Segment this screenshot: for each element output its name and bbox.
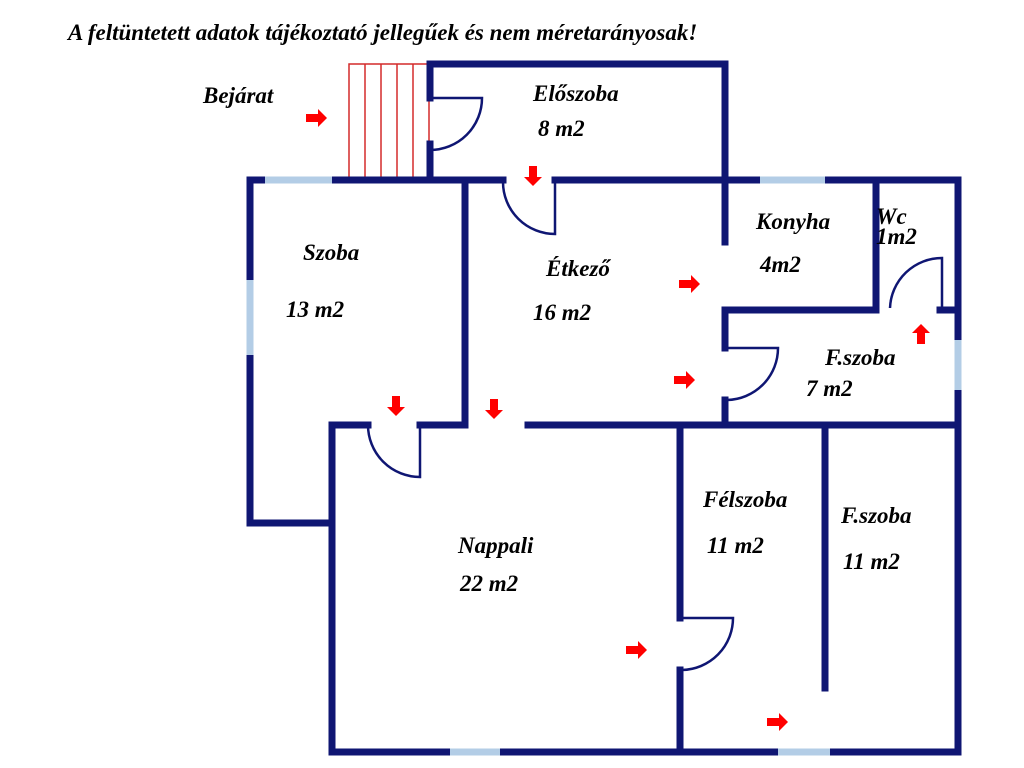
arrow-right-icon bbox=[767, 713, 788, 731]
room-area-szoba: 13 m2 bbox=[286, 297, 344, 322]
door-wc bbox=[888, 256, 944, 309]
room-name-konyha: Konyha bbox=[755, 209, 830, 234]
door-etkezo-top bbox=[501, 181, 557, 236]
entrance-label: Bejárat bbox=[202, 83, 274, 108]
room-name-szoba: Szoba bbox=[303, 240, 359, 265]
room-area-eloszoba: 8 m2 bbox=[538, 116, 585, 141]
door-felszoba bbox=[680, 616, 735, 672]
arrow-down-icon bbox=[524, 166, 542, 186]
doors bbox=[366, 96, 944, 672]
door-eloszoba-entrance bbox=[429, 96, 484, 152]
room-area-wc: 1m2 bbox=[876, 224, 917, 249]
room-area-nappali: 22 m2 bbox=[459, 571, 518, 596]
room-name-nappali: Nappali bbox=[457, 533, 534, 558]
room-name-eloszoba: Előszoba bbox=[532, 81, 619, 106]
door-konyha-fszoba bbox=[725, 346, 780, 402]
windows bbox=[246, 176, 962, 756]
room-name-wc: Wc bbox=[876, 204, 907, 229]
disclaimer-notice: A feltüntetett adatok tájékoztató jelleg… bbox=[66, 20, 697, 45]
arrow-right-icon bbox=[306, 109, 327, 127]
arrow-down-icon bbox=[387, 396, 405, 416]
room-area-fszoba-large: 11 m2 bbox=[843, 549, 900, 574]
room-name-fszoba-small: F.szoba bbox=[824, 345, 896, 370]
arrow-right-icon bbox=[674, 371, 695, 389]
arrow-right-icon bbox=[679, 275, 700, 293]
room-area-felszoba: 11 m2 bbox=[707, 533, 764, 558]
room-name-fszoba-large: F.szoba bbox=[840, 503, 912, 528]
room-name-etkezo: Étkező bbox=[545, 256, 611, 281]
arrow-down-icon bbox=[485, 399, 503, 419]
walls bbox=[246, 60, 962, 756]
room-area-konyha: 4m2 bbox=[759, 252, 801, 277]
entrance-stairs bbox=[348, 63, 430, 179]
arrow-right-icon bbox=[626, 641, 647, 659]
arrow-up-icon bbox=[912, 324, 930, 344]
room-area-etkezo: 16 m2 bbox=[533, 300, 591, 325]
door-szoba-nappali bbox=[366, 424, 422, 479]
direction-arrows bbox=[306, 109, 930, 731]
room-name-felszoba: Félszoba bbox=[702, 487, 787, 512]
room-area-fszoba-small: 7 m2 bbox=[806, 376, 853, 401]
